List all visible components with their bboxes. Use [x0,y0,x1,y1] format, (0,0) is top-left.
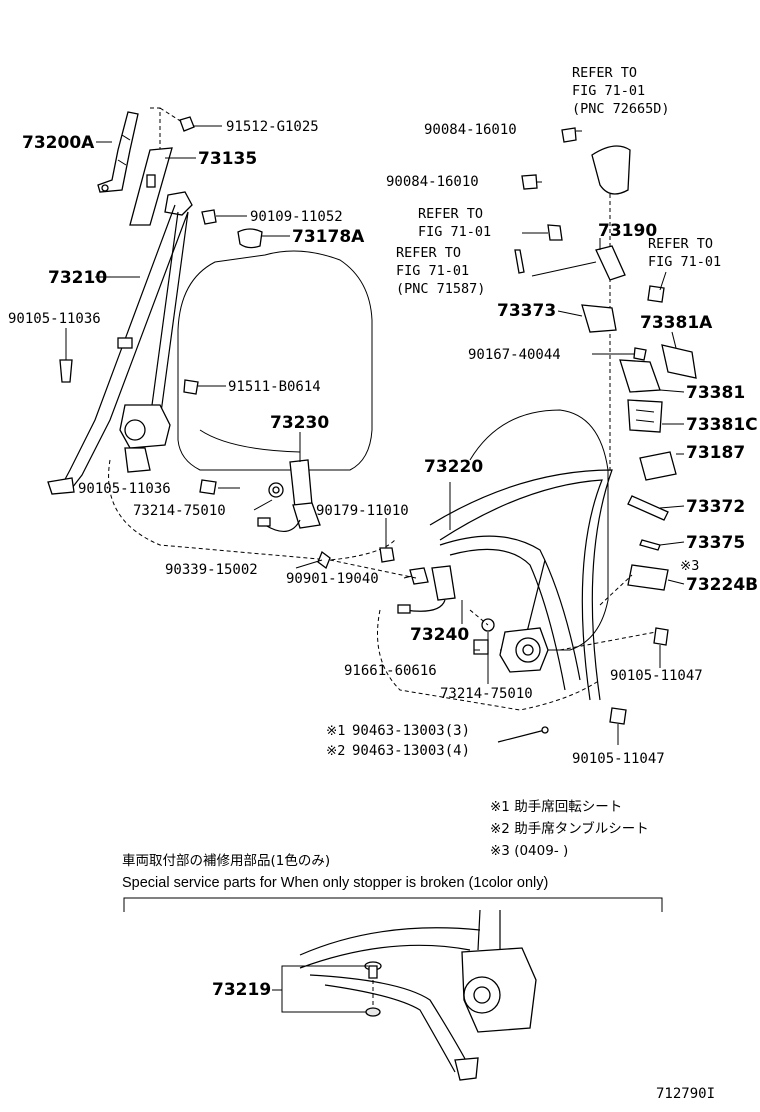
bolt-icon-90105-r2 [609,707,627,725]
pin-73375 [639,539,661,551]
label-90167-40044: 90167-40044 [468,347,561,363]
pin-icon [514,249,525,274]
label-91512-g1025: 91512-G1025 [226,119,319,135]
label-73220: 73220 [424,457,483,477]
wire-harness-90463 [497,726,549,743]
label-73135: 73135 [198,149,257,169]
label-73214-75010-left: 73214-75010 [133,503,226,519]
rail-73372 [627,495,669,521]
bolt-icon-90105-r1 [653,627,669,646]
bolt-icon-90084-b [521,174,538,190]
note-3: ※3 (0409- ) [490,843,568,859]
retractor-right [499,627,549,673]
label-91661-60616: 91661-60616 [344,663,437,679]
label-90901-19040: 90901-19040 [286,571,379,587]
cap-icon-73178a [237,228,263,249]
nut-icon-90179 [379,547,395,563]
cover-73381a [661,344,697,379]
label-90105-11036-upper: 90105-11036 [8,311,101,327]
label-73224b: 73224B [686,575,758,595]
service-leader [272,965,368,1013]
label-73210: 73210 [48,268,107,288]
ref2-line2: FIG 71-01 [418,224,491,240]
label-73214-75010-right: 73214-75010 [440,686,533,702]
label-90109-11052: 90109-11052 [250,209,343,225]
ref1-line1: REFER TO [572,65,637,81]
shoulder-anchor-adjuster [97,111,139,193]
ref1-line2: FIG 71-01 [572,83,645,99]
adjuster-73373 [581,304,617,333]
ref3-line1: REFER TO [396,245,461,261]
label-90463-13003-3: 90463-13003(3) [352,723,470,739]
bolt-icon-90901 [409,567,429,585]
label-73375: 73375 [686,533,745,553]
bolt-icon-91511 [183,379,199,395]
label-90084-16010-lower: 90084-16010 [386,174,479,190]
bolt-icon-90105-low [199,479,217,495]
stopper-button-icon [364,961,382,1017]
label-73381: 73381 [686,383,745,403]
label-73373: 73373 [497,301,556,321]
bolt-icon-90109 [201,209,217,225]
label-73381c: 73381C [686,415,758,435]
label-90463-13003-4: 90463-13003(4) [352,743,470,759]
label-90179-11010: 90179-11010 [316,503,409,519]
belt-webbing-left [47,204,189,495]
label-73219: 73219 [212,980,271,1000]
label-90105-11047-upper: 90105-11047 [610,668,703,684]
note-1: ※1 助手席回転シート [490,799,622,815]
mark-1: ※1 [326,723,345,739]
label-90105-11047-lower: 90105-11047 [572,751,665,767]
leader-lines [65,107,685,745]
bolt-icon-91512 [179,116,195,132]
ref4-line1: REFER TO [648,236,713,252]
bracket-73381c [627,399,663,433]
label-73200a: 73200A [22,133,95,153]
label-73240: 73240 [410,625,469,645]
ref2-line1: REFER TO [418,206,483,222]
bolt-icon-91661 [473,639,489,655]
label-73187: 73187 [686,443,745,463]
service-belt [299,927,481,1081]
clip-icon-90339 [317,550,331,570]
bolt-icon-90105-left [59,359,73,383]
ref4-line2: FIG 71-01 [648,254,721,270]
figure-id: 712790I [656,1086,715,1102]
label-90084-16010-upper: 90084-16010 [424,122,517,138]
service-title-jp: 車両取付部の補修用部品(1色のみ) [122,852,330,869]
ref3-line2: FIG 71-01 [396,263,469,279]
service-retractor [461,909,537,1033]
cover-73381 [619,359,661,393]
mark-3: ※3 [680,558,699,574]
buckle-73230 [257,459,321,532]
label-73381a: 73381A [640,313,713,333]
service-bracket [123,897,663,912]
retractor-left [119,404,171,473]
label-90339-15002: 90339-15002 [165,562,258,578]
mark-2: ※2 [326,743,345,759]
ref1-line3: (PNC 72665D) [572,101,670,117]
bolt-icon-90167 [633,347,647,361]
pillar-cover-trim [129,147,173,226]
bolt-icon-90084-a [561,127,577,143]
anchor-73224b [627,564,669,591]
note-2: ※2 助手席タンブルシート [490,820,649,837]
label-73190: 73190 [598,221,657,241]
label-73230: 73230 [270,413,329,433]
label-91511-b0614: 91511-B0614 [228,379,321,395]
label-73372: 73372 [686,497,745,517]
label-73178a: 73178A [292,227,365,247]
buckle-73240 [397,565,456,614]
cover-73187 [639,451,677,481]
service-title-en: Special service parts for When only stop… [122,875,548,891]
belt-webbing-right [429,469,613,701]
upper-anchor-cover [591,145,631,195]
shoulder-belt-guide [164,191,193,216]
label-90105-11036-lower: 90105-11036 [78,481,171,497]
ref3-line3: (PNC 71587) [396,281,485,297]
anchor-bracket-73190 [595,245,626,281]
